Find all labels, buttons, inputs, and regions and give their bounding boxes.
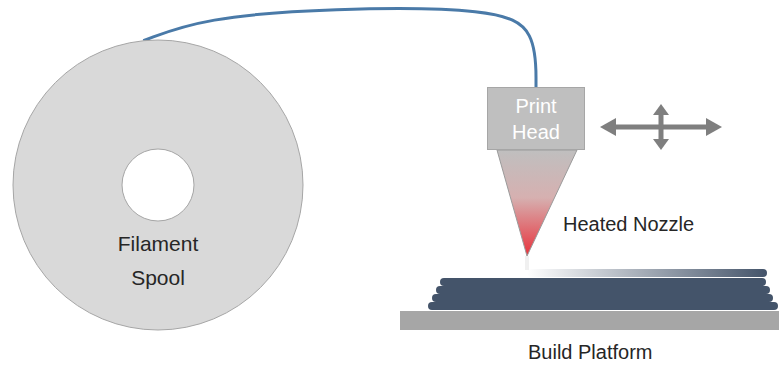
- head-label: Print Head: [504, 93, 568, 145]
- filament-spool: Filament Spool: [12, 39, 304, 331]
- extruded-bead: [527, 269, 767, 277]
- nozzle-label: Heated Nozzle: [563, 213, 694, 236]
- platform-label: Build Platform: [528, 341, 653, 364]
- spool-label: Filament Spool: [98, 227, 218, 295]
- heated-nozzle: [497, 150, 577, 256]
- printed-layers: [428, 278, 778, 310]
- build-platform: [400, 311, 779, 330]
- motion-arrows: [600, 104, 722, 150]
- print-head: Print Head: [487, 87, 585, 150]
- nozzle-tip: [525, 256, 529, 270]
